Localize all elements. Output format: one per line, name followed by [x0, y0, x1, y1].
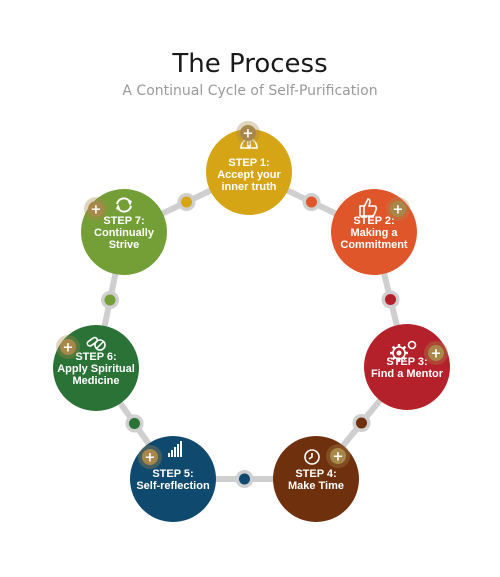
- step-1-label-line: STEP 1:: [228, 157, 269, 169]
- thumbs-up-icon: [359, 198, 378, 217]
- gears-icon: [390, 340, 417, 362]
- step-7-label-line: Strive: [109, 239, 140, 251]
- step-7-label-line: Continually: [94, 227, 155, 239]
- page-title: The Process: [172, 49, 328, 79]
- step-1-expand-button[interactable]: +: [236, 121, 260, 145]
- step-1-label-line: inner truth: [222, 181, 277, 193]
- step-4-expand-button[interactable]: +: [326, 444, 350, 468]
- step-1-label-line: Accept your: [217, 169, 281, 181]
- step-3-expand-button[interactable]: +: [424, 341, 448, 365]
- pills-icon: [86, 336, 106, 351]
- plus-badge: [60, 339, 76, 355]
- plus-icon: +: [63, 341, 74, 356]
- step-4-label-line: STEP 4:: [295, 468, 336, 480]
- clock-icon: [304, 449, 320, 465]
- plus-badge: [88, 201, 104, 217]
- plus-icon: +: [333, 450, 344, 465]
- plus-badge: [390, 201, 406, 217]
- step-5-expand-button[interactable]: +: [138, 445, 162, 469]
- bar-chart-icon: [168, 441, 182, 457]
- step-2-label-line: Making a: [350, 227, 398, 239]
- plus-icon: +: [393, 203, 404, 218]
- step-6-expand-button[interactable]: +: [56, 335, 80, 359]
- connector-dot: [239, 473, 250, 485]
- plus-icon: +: [243, 127, 254, 142]
- plus-icon: +: [431, 347, 442, 362]
- step-7-label-line: STEP 7:: [103, 215, 144, 227]
- step-6-label-line: STEP 6:: [75, 351, 116, 363]
- plus-icon: +: [145, 451, 156, 466]
- plus-badge: [428, 345, 444, 361]
- refresh-icon: [116, 197, 132, 213]
- connector-dot: [181, 196, 192, 208]
- step-2-label-line: Commitment: [340, 239, 408, 251]
- step-3-label-line: STEP 3:: [386, 356, 427, 368]
- connector-dot: [385, 294, 396, 305]
- step-3-label-line: Find a Mentor: [371, 368, 444, 380]
- step-3-circle: [364, 324, 450, 410]
- plus-badge: [330, 448, 346, 464]
- step-3-node[interactable]: STEP 3:Find a Mentor: [364, 324, 450, 410]
- plus-icon: +: [91, 203, 102, 218]
- step-4-label-line: Make Time: [288, 480, 344, 492]
- page-subtitle: A Continual Cycle of Self-Purification: [122, 83, 378, 99]
- connector-dot: [104, 294, 116, 306]
- step-5-label-line: Self-reflection: [136, 480, 210, 492]
- step-6-label-line: Apply Spiritual: [57, 363, 135, 375]
- connector-dot: [306, 196, 317, 208]
- step-1-circle: [206, 129, 292, 215]
- step-2-expand-button[interactable]: +: [386, 197, 410, 221]
- step-5-label-line: STEP 5:: [152, 468, 193, 480]
- connector-dot: [129, 418, 140, 429]
- step-7-expand-button[interactable]: +: [84, 197, 108, 221]
- plus-badge: [240, 125, 256, 141]
- connector-dot: [356, 417, 367, 429]
- step-6-label-line: Medicine: [72, 375, 119, 387]
- step-2-label-line: STEP 2:: [353, 215, 394, 227]
- plus-badge: [142, 449, 158, 465]
